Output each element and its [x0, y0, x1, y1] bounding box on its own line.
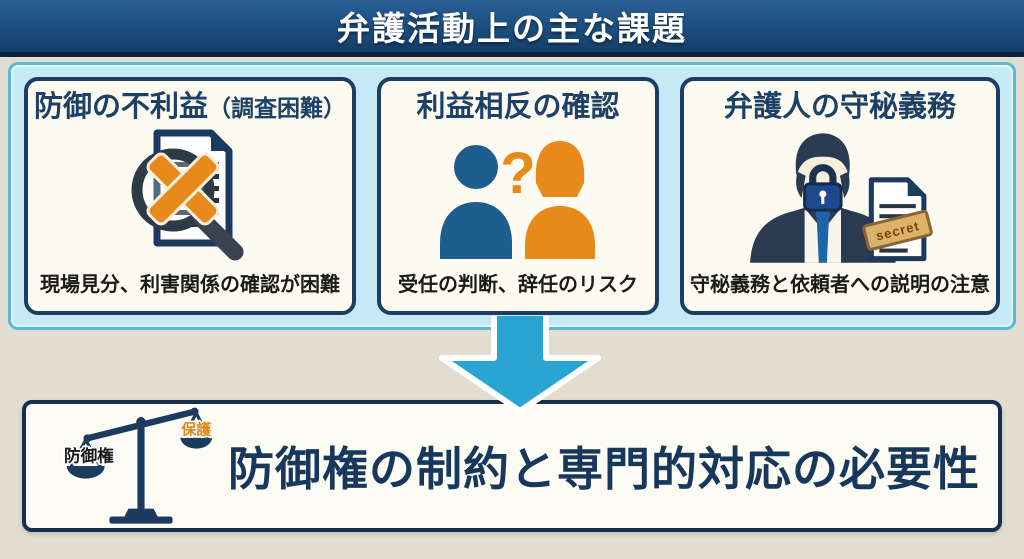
two-persons-question-icon: ? [432, 124, 604, 268]
title-banner: 弁護活動上の主な課題 [0, 0, 1024, 57]
female-silhouette-icon [525, 141, 595, 260]
padlock-icon [803, 164, 843, 212]
page-title: 弁護活動上の主な課題 [337, 10, 687, 47]
card-title-main: 利益相反の確認 [416, 91, 620, 123]
secret-stamp: secret [862, 210, 933, 251]
balance-scale [66, 407, 213, 524]
conclusion-text: 防御権の制約と専門的対応の必要性 [228, 443, 980, 495]
card-caption: 守秘義務と依頼者への説明の注意 [690, 274, 990, 296]
card-conflict-of-interest: 利益相反の確認 ? 受任の判断、辞任のリスク [377, 77, 659, 315]
card-title: 利益相反の確認 [417, 91, 620, 124]
two-persons-question-svg: ? [440, 141, 595, 260]
card-title-main: 弁護人の守秘義務 [723, 91, 956, 123]
card-confidentiality: 弁護人の守秘義務 [680, 77, 1000, 315]
lawyer-secrecy-icon: secret [744, 124, 936, 268]
card-title-main: 防御の不利益 [34, 91, 209, 123]
challenges-panel: 防御の不利益（調査困難） [8, 62, 1016, 330]
scale-right-label: 保護 [180, 420, 212, 438]
male-silhouette-icon [440, 145, 512, 260]
secret-document-icon: secret [862, 177, 933, 262]
conclusion-banner: 防御権 保護 防御権の制約と専門的対応の必要性 [22, 400, 1002, 532]
down-arrow-icon [439, 316, 601, 414]
card-caption: 受任の判断、辞任のリスク [398, 274, 638, 296]
card-title: 弁護人の守秘義務 [724, 91, 956, 124]
lawyer-secrecy-svg: secret [750, 133, 933, 263]
scales-icon: 防御権 保護 [62, 407, 214, 524]
document-search-x-svg [131, 129, 244, 261]
card-title-sub: （調査困難） [208, 95, 347, 121]
scale-left-label: 防御権 [64, 445, 114, 465]
x-mark-icon [146, 152, 220, 226]
card-caption: 現場見分、利害関係の確認が困難 [40, 274, 340, 296]
card-defense-disadvantage: 防御の不利益（調査困難） [24, 77, 357, 315]
card-title: 防御の不利益（調査困難） [34, 91, 346, 124]
question-mark: ? [500, 141, 535, 206]
document-search-x-icon [115, 124, 265, 268]
